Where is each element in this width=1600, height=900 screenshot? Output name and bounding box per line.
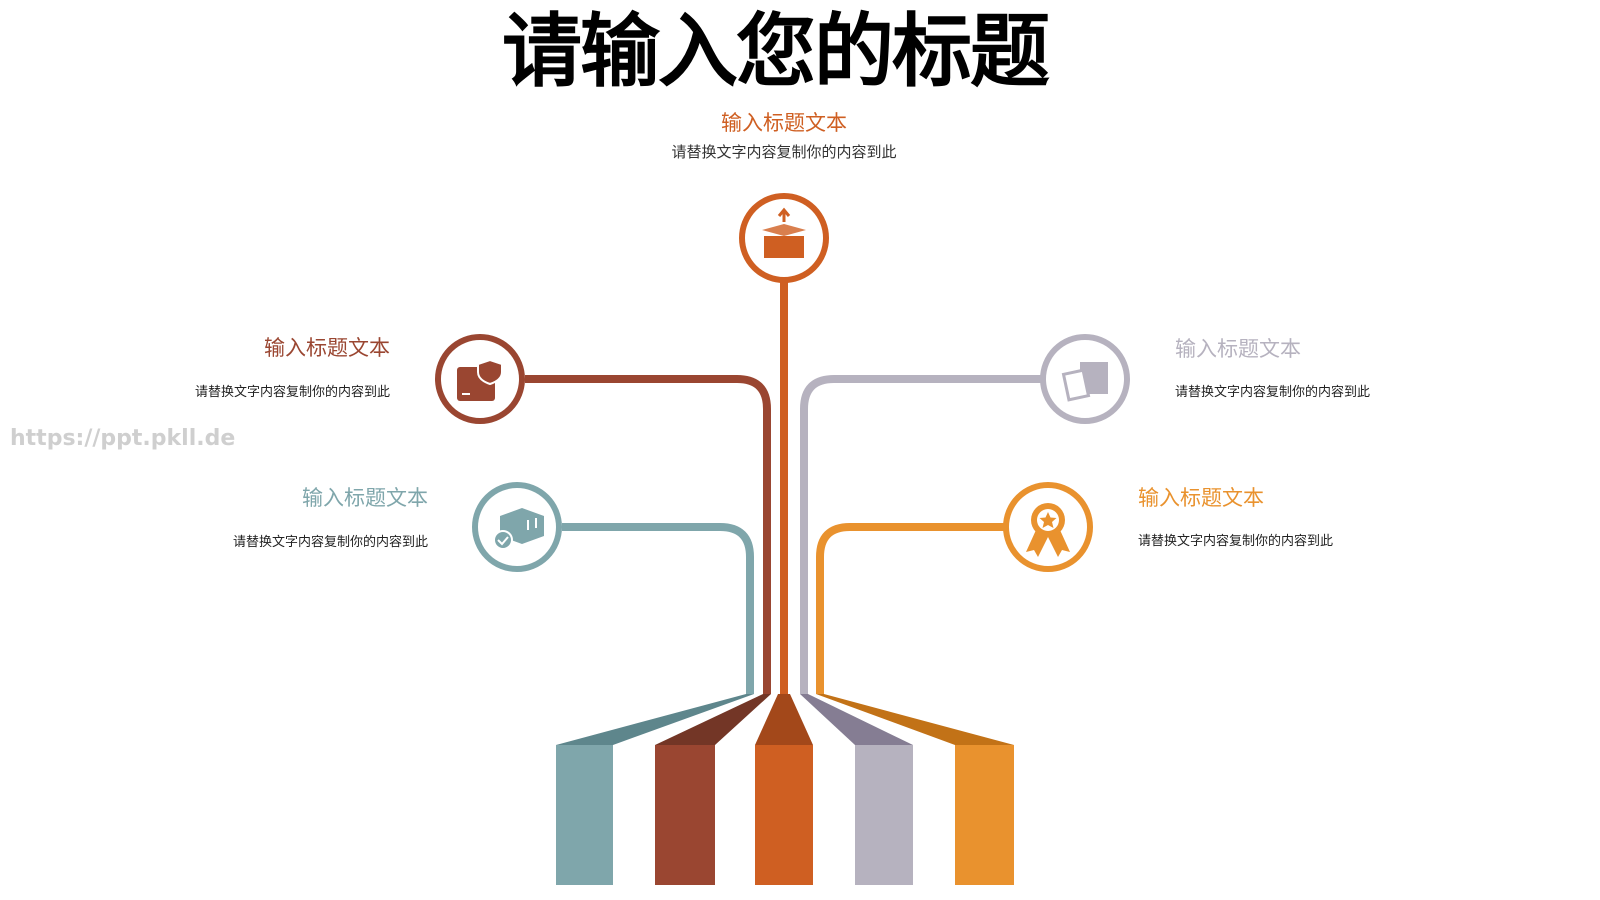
item-desc-amber: 请替换文字内容复制你的内容到此	[1138, 534, 1334, 549]
box-check-icon	[472, 482, 562, 572]
connector-teal	[562, 523, 754, 694]
clipboard-box-icon	[1040, 334, 1130, 424]
item-title-brown: 输入标题文本	[264, 336, 390, 360]
award-ribbon-icon	[1003, 482, 1093, 572]
center-item-title: 输入标题文本	[721, 111, 847, 135]
bar-top-gray	[800, 694, 913, 745]
center-item-desc: 请替换文字内容复制你的内容到此	[671, 143, 897, 161]
open-box-icon	[739, 193, 829, 283]
bar-teal	[556, 745, 613, 885]
item-title-amber: 输入标题文本	[1138, 486, 1264, 510]
watermark: https://ppt.pkll.de	[10, 426, 236, 451]
bar-orange	[755, 745, 813, 885]
item-title-gray: 输入标题文本	[1175, 337, 1301, 361]
connector-brown	[525, 375, 771, 694]
bar-top-teal	[556, 694, 754, 745]
item-desc-gray: 请替换文字内容复制你的内容到此	[1175, 385, 1371, 400]
page-title: 请输入您的标题	[502, 5, 1050, 98]
bar-amber	[955, 745, 1014, 885]
item-title-teal: 输入标题文本	[302, 486, 428, 510]
bar-top-brown	[655, 694, 771, 745]
bar-gray	[855, 745, 913, 885]
bar-top-orange	[755, 694, 813, 745]
box-shield-icon	[435, 334, 525, 424]
connector-orange	[816, 523, 1004, 694]
bar-top-amber	[816, 694, 1014, 745]
item-desc-brown: 请替换文字内容复制你的内容到此	[194, 385, 390, 400]
bar-brown	[655, 745, 715, 885]
connector-gray	[800, 375, 1041, 694]
item-desc-teal: 请替换文字内容复制你的内容到此	[232, 535, 428, 550]
